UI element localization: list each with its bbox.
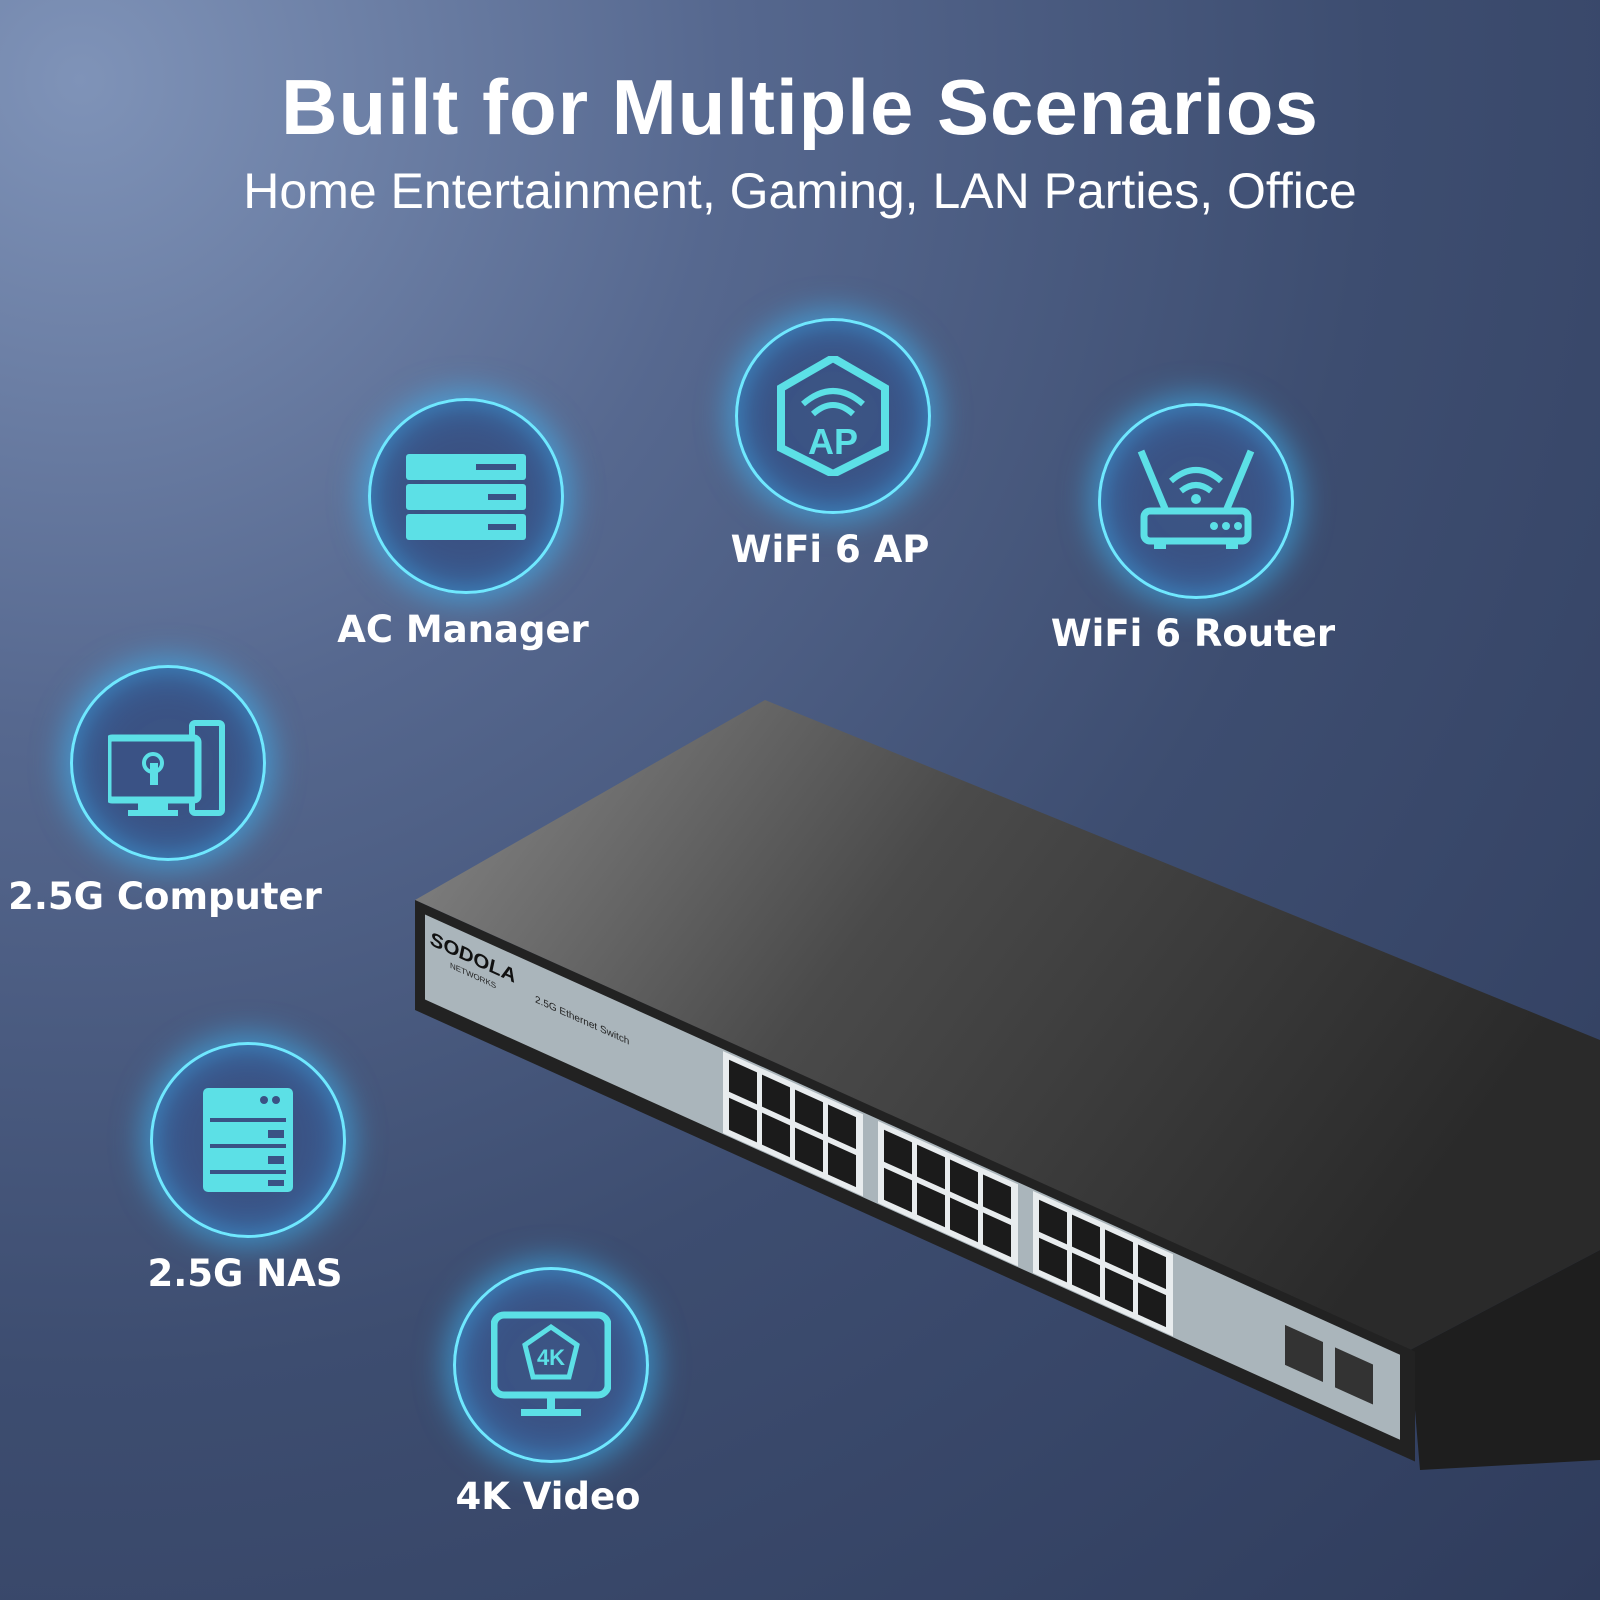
rj45-port[interactable] [729, 1097, 757, 1143]
scenario-label: 2.5G Computer [8, 875, 322, 918]
scenario-computer [70, 665, 266, 861]
rj45-port[interactable] [983, 1174, 1011, 1220]
scenario-ac-manager [368, 398, 564, 594]
rj45-port[interactable] [1138, 1282, 1166, 1328]
rj45-port[interactable] [795, 1089, 823, 1135]
rj45-port[interactable] [1039, 1237, 1067, 1283]
nas-storage-icon [203, 1088, 293, 1192]
rj45-port[interactable] [950, 1159, 978, 1205]
scenario-label: WiFi 6 AP [730, 528, 930, 571]
rj45-port[interactable] [828, 1142, 856, 1188]
rj45-port[interactable] [762, 1112, 790, 1158]
rj45-port[interactable] [1072, 1214, 1100, 1260]
scenario-nas [150, 1042, 346, 1238]
rj45-port[interactable] [983, 1212, 1011, 1258]
page-subtitle: Home Entertainment, Gaming, LAN Parties,… [243, 163, 1357, 219]
rj45-port[interactable] [1105, 1229, 1133, 1275]
scenario-wifi-router [1098, 403, 1294, 599]
monitor-4k-icon: 4K [491, 1311, 611, 1416]
switch-top-face [415, 700, 1600, 1350]
scenario-label: WiFi 6 Router [1050, 612, 1336, 655]
page-title: Built for Multiple Scenarios [281, 63, 1319, 151]
router-icon [1137, 449, 1255, 549]
rj45-port[interactable] [1072, 1252, 1100, 1298]
scenario-label: 2.5G NAS [147, 1252, 343, 1295]
rj45-port[interactable] [828, 1104, 856, 1150]
scenario-label: AC Manager [337, 608, 589, 651]
access-point-icon: AP [777, 356, 889, 476]
rj45-port-groups [723, 1051, 1173, 1337]
scenario-wifi-ap: AP [735, 318, 931, 514]
switch-side-face [1410, 1250, 1600, 1470]
svg-text:AP: AP [808, 421, 858, 462]
scenario-4k-video: 4K [453, 1267, 649, 1463]
rj45-port[interactable] [884, 1129, 912, 1175]
rj45-port[interactable] [917, 1182, 945, 1228]
rj45-port[interactable] [917, 1144, 945, 1190]
svg-text:4K: 4K [537, 1345, 565, 1370]
rj45-port[interactable] [884, 1167, 912, 1213]
server-rack-icon [406, 454, 526, 540]
rj45-port[interactable] [729, 1059, 757, 1105]
rj45-port[interactable] [1138, 1244, 1166, 1290]
scenario-label: 4K Video [455, 1475, 641, 1518]
sfp-port[interactable] [1335, 1347, 1373, 1405]
rj45-port[interactable] [1039, 1199, 1067, 1245]
rj45-port[interactable] [950, 1197, 978, 1243]
rj45-port[interactable] [762, 1074, 790, 1120]
rj45-port[interactable] [795, 1127, 823, 1173]
rj45-port[interactable] [1105, 1267, 1133, 1313]
desktop-computer-icon [108, 720, 225, 816]
sfp-port[interactable] [1285, 1324, 1323, 1382]
